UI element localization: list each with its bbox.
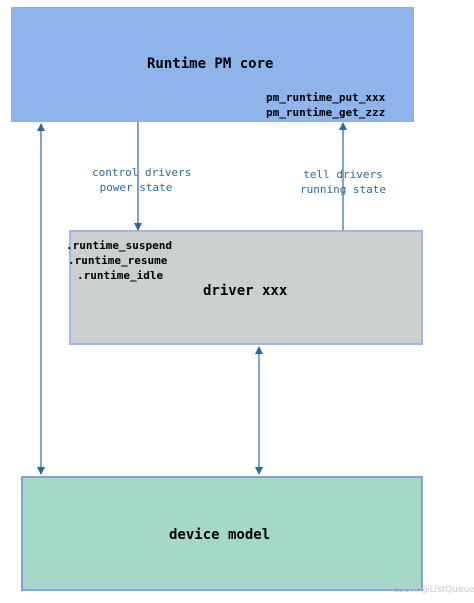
device-model-box: device model <box>21 476 423 591</box>
pm-runtime-get-label: pm_runtime_get_zzz <box>266 106 386 119</box>
runtime-pm-core-title: Runtime PM core <box>147 56 274 72</box>
control-annotation-line-2: power state <box>99 181 173 194</box>
runtime-pm-core-box: Runtime PM core pm_runtime_put_xxx pm_ru… <box>11 7 414 122</box>
control-annotation-line-1: control drivers <box>92 166 192 179</box>
runtime-resume-callback: .runtime_resume <box>68 254 168 267</box>
control-annotation: control drivers power state <box>92 165 192 195</box>
driver-title: driver xxx <box>203 283 288 299</box>
driver-box: .runtime_suspend .runtime_resume .runtim… <box>66 230 423 345</box>
pm-runtime-put-label: pm_runtime_put_xxx <box>266 91 386 104</box>
device-model-title: device model <box>169 527 271 543</box>
runtime-idle-callback: .runtime_idle <box>77 269 164 282</box>
runtime-suspend-callback: .runtime_suspend <box>66 239 172 252</box>
watermark: CSDN @ListQueue <box>392 585 474 595</box>
